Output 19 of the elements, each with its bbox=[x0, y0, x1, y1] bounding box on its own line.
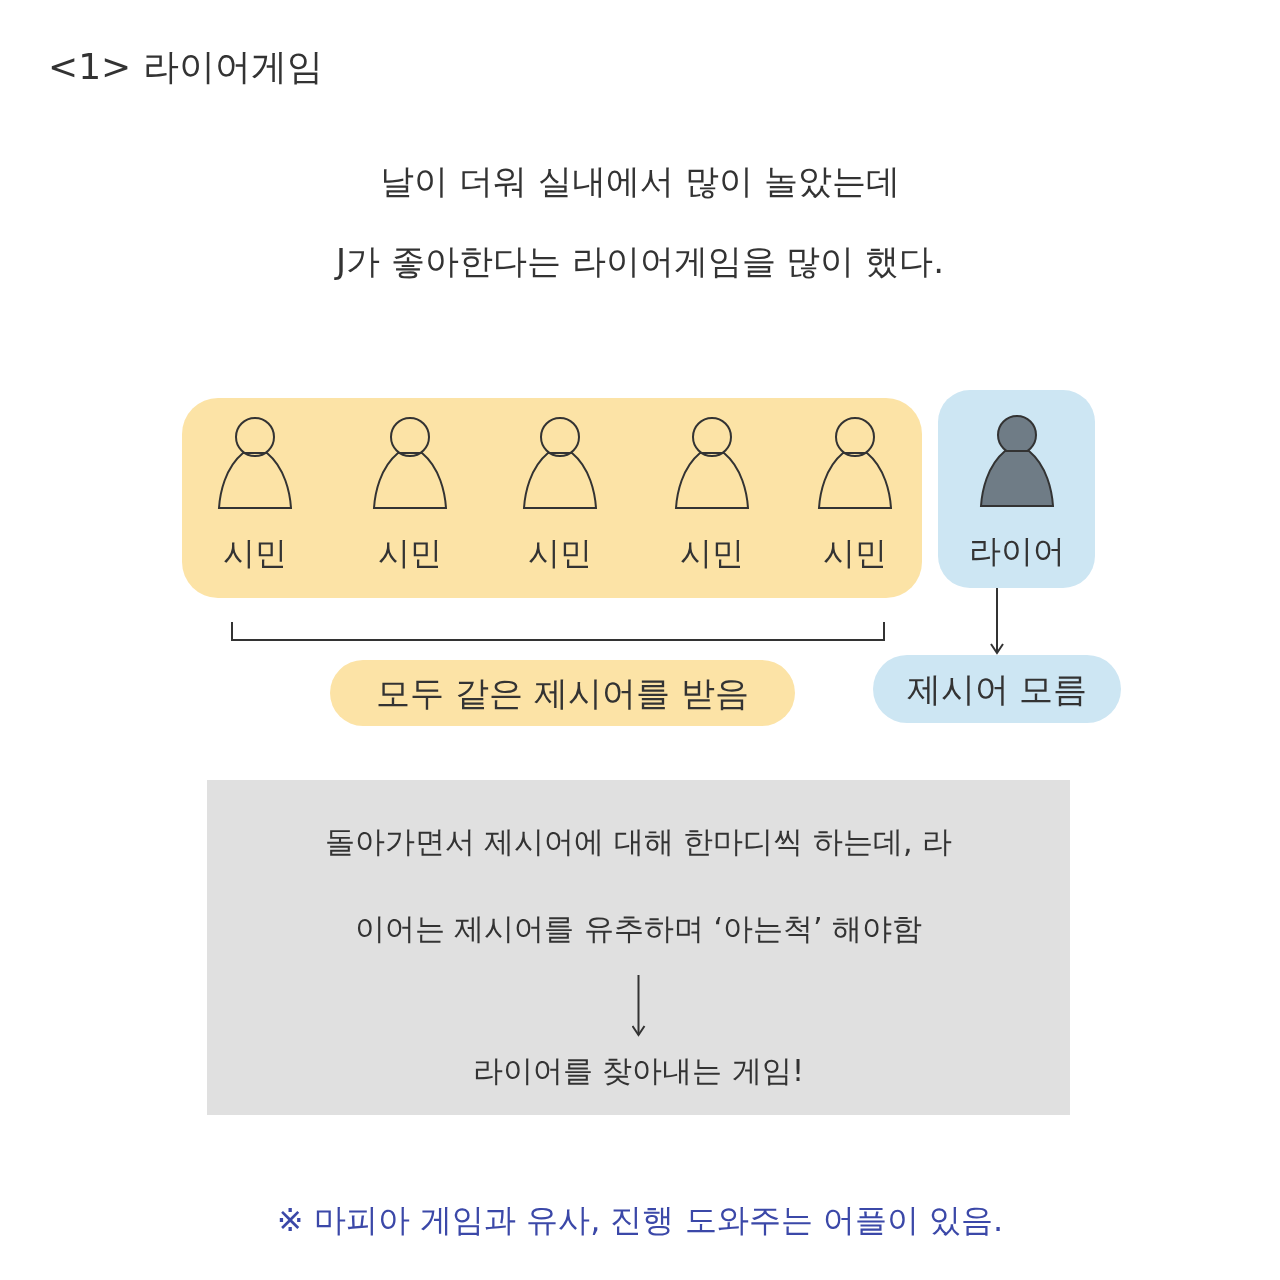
node-label: 시민 bbox=[823, 533, 887, 574]
arrow bbox=[631, 974, 646, 1036]
node-label: 라이어를 찾아내는 게임! bbox=[472, 1051, 805, 1090]
title: <1> 라이어게임 bbox=[48, 45, 323, 89]
liar-box bbox=[938, 390, 1095, 588]
footnote: ※ 마피아 게임과 유사, 진행 도와주는 어플이 있음. bbox=[275, 1200, 1005, 1241]
node-label: 돌아가면서 제시어에 대해 한마디씩 하는데, 라이어는 제시어를 유추하며 ‘아는척’ 해야함 bbox=[323, 823, 954, 948]
note-panel bbox=[207, 780, 1070, 1115]
node-label: 시민 bbox=[223, 533, 287, 574]
node-label: 라이어 bbox=[968, 531, 1065, 572]
intro-text: 날이 더워 실내에서 많이 놀았는데 bbox=[379, 160, 901, 203]
group-panel bbox=[182, 398, 922, 598]
node-label: 시민 bbox=[680, 533, 744, 574]
arrow bbox=[990, 587, 1004, 654]
node-label: 제시어 모름 bbox=[906, 667, 1088, 711]
intro-text: J가 좋아한다는 라이어게임을 많이 했다. bbox=[333, 240, 946, 283]
node-label: 시민 bbox=[528, 533, 592, 574]
node-label: 모두 같은 제시어를 받음 bbox=[376, 671, 749, 715]
node-label: 시민 bbox=[378, 533, 442, 574]
